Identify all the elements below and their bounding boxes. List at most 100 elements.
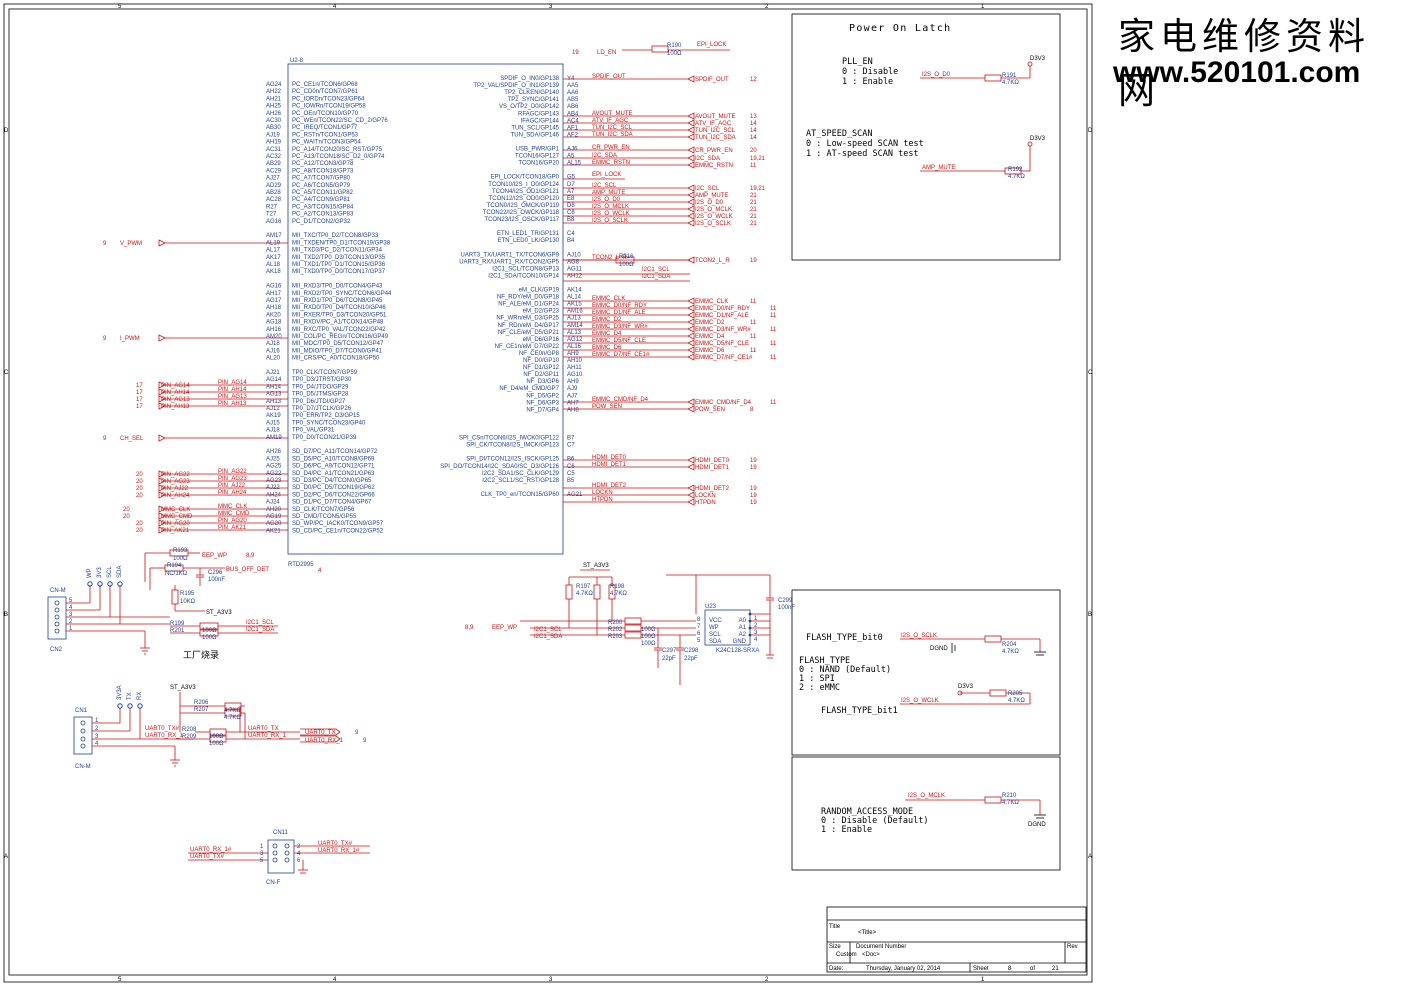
net-page-ref: 11 [750, 334, 757, 340]
chip-pin-function: NF_D7/GP4 [526, 407, 559, 413]
chip-pin-number: B5 [567, 478, 575, 484]
sheet-label: Sheet [973, 966, 989, 972]
chip-pin-number: AJ16 [266, 348, 280, 354]
chip-pin-function: TUN_SDA/GP146 [511, 132, 560, 138]
uart0-rx1-net: UART0_RX_1# [190, 847, 232, 853]
chip-pin-function: TP0_D7/JTCLK/GP26 [292, 406, 352, 412]
chip-pin-function: TCON16/GP127 [515, 154, 560, 160]
net-page-ref: 21 [750, 214, 757, 220]
chip-pin-function: MII_TXC/TP0_D2/TCON8/GP33 [292, 233, 379, 239]
net-label-offpage: EMMC_D3/NF_WR# [695, 327, 751, 333]
chip-pin-number: AH18 [266, 305, 282, 311]
net-label-offpage: ATV_IF_AGC [695, 121, 732, 127]
net-page-ref: 21 [750, 207, 757, 213]
pin-dot [748, 619, 752, 623]
net-label-offpage: AVOUT_MUTE [695, 114, 736, 120]
chip-pin-function: PC_A2/TCON13/GP83 [292, 212, 354, 218]
chip-pin-number: AK17 [266, 255, 281, 261]
connector-pin [54, 614, 60, 620]
offpage-arrow [687, 75, 695, 83]
net-page-ref: 11 [770, 400, 777, 406]
chip-pin-number: AH13 [266, 399, 282, 405]
net-label-offpage: AMP_MUTE [695, 193, 728, 199]
chip-pin-number: AH26 [266, 111, 282, 117]
r206-value: 4.7KΩ [224, 708, 241, 714]
chip-pin-number: AH9 [567, 351, 579, 357]
chip-pin-function: MII_RXDV/PC_A1/TCON14/GP48 [292, 320, 384, 326]
chip-pin-function: SD_CD/PC_CE1n/TCON22/GP52 [292, 528, 384, 534]
chip-pin-number: AG24 [266, 82, 282, 88]
r197-value: 4.7KΩ [576, 591, 593, 597]
chip-pin-function: I2C1_SCL/TCON8/GP13 [492, 266, 559, 272]
frame-row-left: C [4, 370, 9, 376]
ram-option-0: 0 : Disable (Default) [821, 816, 928, 826]
frame-col-top: 3 [549, 4, 553, 10]
chip-pin-number: D8 [567, 203, 575, 209]
connector-pin-number: 5 [69, 598, 73, 604]
chip-pin-number: AH8 [567, 407, 579, 413]
net-label-offpage: TUN_I2C_SCL [695, 128, 736, 134]
c296-value: 100nF [208, 577, 225, 583]
size-label: Size [829, 944, 841, 950]
chip-pin-function: PC_A14/TCON20/SC_RST/GP75 [292, 147, 383, 153]
title-label: Title [829, 924, 841, 930]
net-label-local: MMC_CMD [218, 511, 250, 517]
offpage-arrow [687, 332, 695, 340]
r316-tcon2 [563, 256, 690, 282]
chip-pin-function: TP2_SYNC/GP141 [508, 97, 560, 103]
connector-pin-number: 4 [95, 741, 99, 747]
connector-pin-number: 3 [69, 612, 73, 618]
chip-pin-number: AG14 [266, 377, 282, 383]
connector-pin-number: 4 [297, 851, 301, 857]
offpage-arrow [687, 205, 695, 213]
chip-pin-function: MII_RXD2/TP0_SYNC/TCON6/GP44 [292, 291, 392, 297]
document-number-label: Document Number [856, 944, 906, 950]
connector-pin [272, 843, 278, 849]
test-point-name: RX [137, 692, 143, 700]
net-label-local: PIN_AG20 [218, 518, 247, 524]
r203-value: 100Ω [641, 641, 656, 647]
chip-pin-number: B7 [567, 436, 575, 442]
r191-label: R191 [1002, 73, 1017, 79]
connector-pin-number: 1 [69, 626, 73, 632]
connector-pin [54, 628, 60, 634]
offpage-arrow [687, 297, 695, 305]
r193-label: R193 [173, 548, 188, 554]
i2c1-scl-net-3: I2C1_SCL [534, 627, 562, 633]
test-point-name: 3V3 [97, 567, 103, 578]
offpage-arrow [158, 402, 166, 410]
frame-row-right: B [1088, 612, 1092, 618]
eep-wp-net-2: EEP_WP [492, 625, 517, 631]
net-page-ref: 11 [770, 313, 777, 319]
sheet-total: 21 [1052, 966, 1059, 972]
net-label-offpage: LOCKN [695, 493, 716, 499]
chip-pin-function: eM_D2/GP23 [523, 309, 560, 315]
chip-pin-number: AA6 [567, 90, 579, 96]
r199-label: R199 [170, 621, 185, 627]
connector-pin [284, 843, 290, 849]
chip-pin-number: C4 [567, 231, 575, 237]
factory-programming-note: 工厂烧录 [183, 649, 219, 661]
i2s-o-mclk-net: I2S_O_MCLK [908, 793, 945, 799]
chip-pin-function: TP0_D0/TCON21/GP39 [292, 435, 357, 441]
chip-pin-function: PC_IREQ/TCON1/GP77 [292, 125, 358, 131]
chip-pin-function: TCON0/I2S_OMCK/GP119 [487, 203, 560, 209]
chip-pin-number: AJ19 [266, 132, 280, 138]
eeprom-pin-name: VCC [709, 618, 722, 624]
net-label-local: EMMC_D0/NF_RDY [592, 303, 647, 309]
offpage-arrow [687, 405, 695, 413]
net-page-ref: 8 [750, 407, 754, 413]
chip-pin-function: NF_WRn/eM_D3/GP25 [496, 316, 559, 322]
chip-pin-function: NF_D0/GP10 [523, 358, 560, 364]
chip-pin-function: MII_TXD3/PC_D2/TCON11/GP34 [292, 248, 383, 254]
uart0-tx2-net: UART0_TX# [318, 841, 353, 847]
eeprom-pin-name: A2 [739, 632, 747, 638]
net-label-offpage: CH_SEL [120, 436, 144, 442]
frame-row-right: D [1088, 128, 1093, 134]
chip-pin-number: AJ18 [266, 428, 280, 434]
r195-value: 10KΩ [180, 599, 196, 605]
chip-pin-number: AJ13 [567, 316, 581, 322]
document-number-value: <Doc> [862, 952, 880, 958]
chip-pin-function: TP2_CLKEN/GP140 [504, 90, 559, 96]
offpage-arrow [687, 219, 695, 227]
